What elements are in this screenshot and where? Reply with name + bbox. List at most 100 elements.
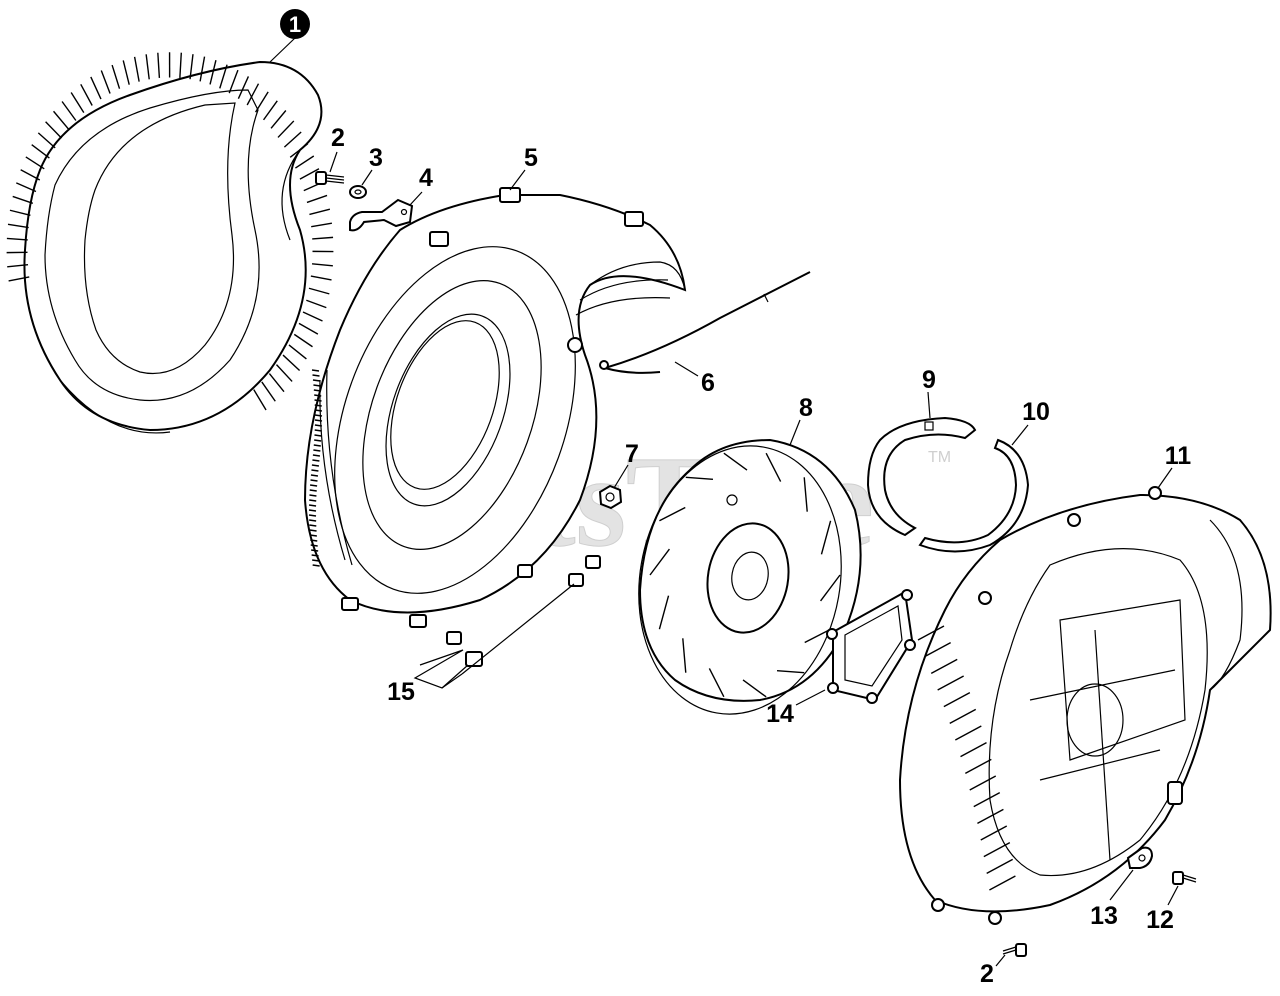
detail-line — [61, 101, 77, 121]
callout-9: 9 — [922, 366, 936, 394]
detail-line — [270, 110, 287, 129]
detail-line — [262, 100, 278, 121]
part-13-clamp-icon[interactable] — [1126, 846, 1154, 869]
callout-12: 12 — [1146, 906, 1174, 934]
detail-line — [313, 384, 321, 387]
detail-line — [820, 574, 841, 602]
detail-line — [708, 668, 725, 698]
detail-line — [309, 494, 317, 497]
detail-line — [306, 299, 327, 309]
detail-line — [308, 514, 317, 517]
part-3-washer-icon[interactable] — [349, 185, 367, 199]
detail-line — [312, 374, 320, 377]
detail-line — [313, 444, 321, 447]
detail-line — [294, 155, 315, 169]
part-6-wire-cable-icon[interactable] — [599, 271, 811, 374]
detail-line — [803, 477, 808, 512]
detail-line — [723, 452, 748, 471]
callout-1-badge — [280, 9, 310, 39]
callout-3: 3 — [369, 144, 383, 172]
detail-line — [37, 132, 56, 149]
detail-line — [209, 60, 217, 85]
callout-1: 1 — [289, 12, 301, 37]
detail-line — [80, 83, 93, 106]
part-15-clip-icon[interactable] — [446, 555, 601, 667]
detail-line — [314, 429, 322, 432]
part-2-screw-bottom-icon[interactable] — [1002, 943, 1027, 957]
detail-line — [12, 195, 34, 204]
detail-line — [765, 452, 782, 482]
part-11-fan-cover-icon[interactable] — [898, 486, 1272, 925]
detail-line — [980, 825, 1008, 841]
detail-line — [917, 625, 945, 641]
detail-line — [989, 875, 1016, 891]
detail-line — [312, 379, 321, 382]
detail-line — [199, 56, 206, 82]
detail-line — [949, 708, 977, 724]
cover-ribs — [917, 625, 1016, 891]
detail-line — [306, 194, 328, 204]
detail-line — [314, 399, 322, 402]
part-10-retainer-ring-icon[interactable] — [918, 438, 1030, 553]
detail-line — [90, 76, 102, 100]
detail-line — [45, 121, 63, 139]
part-12-screw-icon[interactable] — [1172, 871, 1197, 885]
detail-line — [228, 69, 239, 94]
detail-line — [983, 842, 1011, 858]
detail-line — [658, 595, 670, 630]
detail-line — [314, 404, 322, 407]
part-7-nut-icon[interactable] — [598, 484, 623, 510]
part-14-plate-icon[interactable] — [826, 589, 916, 704]
callout-15: 15 — [387, 678, 415, 706]
callout-6: 6 — [701, 369, 715, 397]
detail-line — [133, 56, 140, 82]
detail-line — [25, 156, 45, 170]
detail-line — [293, 333, 313, 348]
detail-line — [309, 524, 317, 527]
detail-line — [311, 554, 319, 557]
detail-line — [804, 628, 831, 644]
detail-line — [7, 223, 29, 229]
detail-line — [16, 182, 37, 193]
detail-line — [310, 474, 319, 477]
detail-line — [954, 725, 982, 741]
detail-line — [937, 675, 964, 691]
part-5-fan-case-icon[interactable] — [290, 187, 687, 628]
detail-line — [246, 83, 260, 106]
detail-line — [312, 559, 320, 562]
detail-line — [312, 454, 321, 457]
detail-line — [254, 91, 269, 113]
watermark-trademark: TM — [928, 449, 951, 466]
leader-lines — [269, 37, 1179, 967]
detail-line — [311, 263, 333, 267]
detail-line — [943, 692, 971, 708]
detail-line — [685, 476, 714, 480]
part-4-bracket-icon[interactable] — [349, 198, 414, 232]
callout-5: 5 — [524, 144, 538, 172]
callout-10: 10 — [1022, 398, 1050, 426]
detail-line — [282, 354, 301, 371]
detail-line — [302, 311, 323, 322]
detail-line — [314, 409, 323, 412]
detail-line — [314, 434, 322, 437]
detail-line — [973, 792, 1001, 808]
detail-line — [145, 54, 150, 80]
part-2-screw-icon[interactable] — [315, 171, 345, 185]
fan-blades — [649, 452, 841, 698]
callout-11: 11 — [1165, 442, 1192, 470]
callout-2-top: 2 — [331, 124, 345, 152]
part-9-retainer-ring-icon[interactable] — [866, 416, 977, 537]
detail-line — [659, 506, 686, 522]
part-1-housing-ring-icon[interactable] — [6, 52, 334, 434]
detail-line — [288, 344, 307, 360]
detail-line — [268, 373, 285, 393]
detail-line — [964, 758, 992, 774]
detail-line — [311, 469, 319, 472]
detail-line — [311, 464, 320, 467]
detail-line — [312, 236, 334, 240]
detail-line — [8, 276, 30, 282]
callout-7: 7 — [625, 440, 639, 468]
detail-line — [309, 208, 331, 216]
part-8-impeller-fan-icon[interactable] — [618, 430, 862, 731]
detail-line — [311, 549, 319, 552]
